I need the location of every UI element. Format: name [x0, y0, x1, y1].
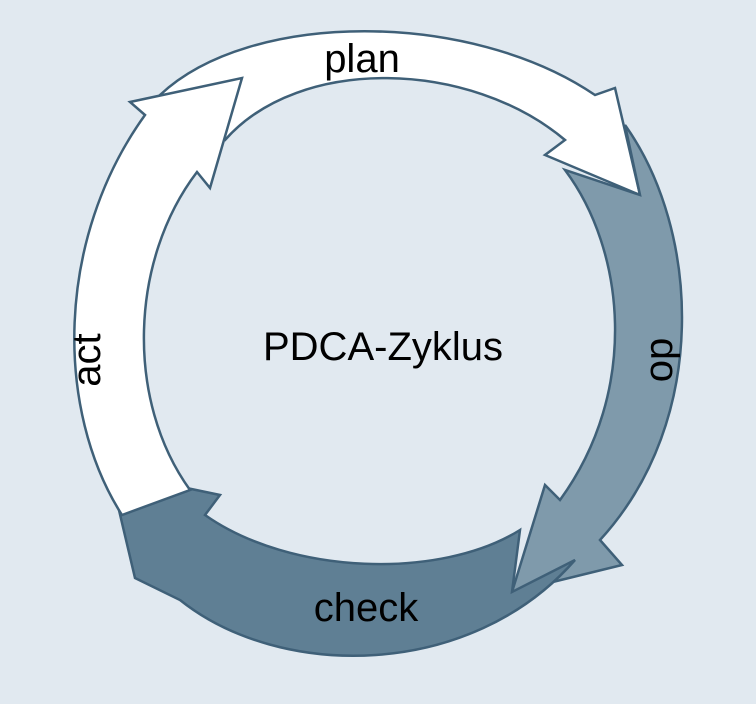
- check-arrow: [108, 470, 576, 657]
- center-label: PDCA-Zyklus: [263, 325, 503, 369]
- act-arrow: [73, 76, 244, 517]
- act-label: act: [65, 333, 109, 386]
- check-label: check: [314, 586, 419, 630]
- plan-label: plan: [324, 37, 400, 81]
- do-label: do: [642, 338, 686, 383]
